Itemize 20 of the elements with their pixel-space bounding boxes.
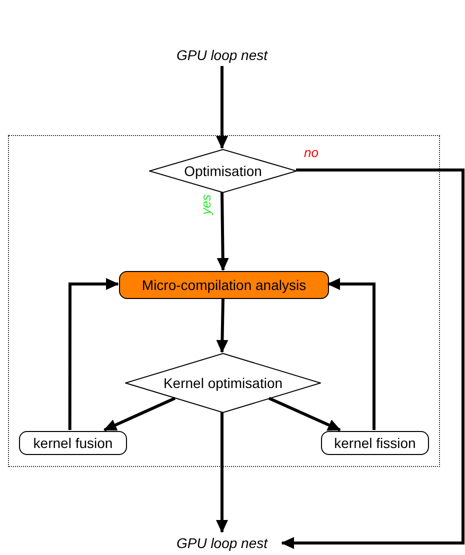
node-text: Kernel optimisation (163, 374, 283, 393)
node-text: Micro-compilation analysis (142, 276, 306, 295)
decision-diamond (125, 353, 321, 413)
process-box (321, 431, 429, 455)
arrow (327, 278, 376, 430)
node-text: Optimisation (184, 162, 262, 181)
node-text: kernel fusion (33, 434, 113, 452)
arrow (216, 412, 228, 533)
arrow (104, 396, 176, 432)
arrow (281, 168, 464, 549)
arrow (216, 298, 228, 353)
node-text: kernel fission (334, 434, 416, 452)
process-box (19, 431, 127, 455)
arrow (268, 396, 341, 432)
group-boundary (8, 135, 440, 467)
decision-diamond (149, 149, 297, 193)
arrow (216, 66, 228, 149)
process-box (119, 271, 329, 299)
arrow (68, 278, 119, 430)
arrow (216, 192, 229, 271)
